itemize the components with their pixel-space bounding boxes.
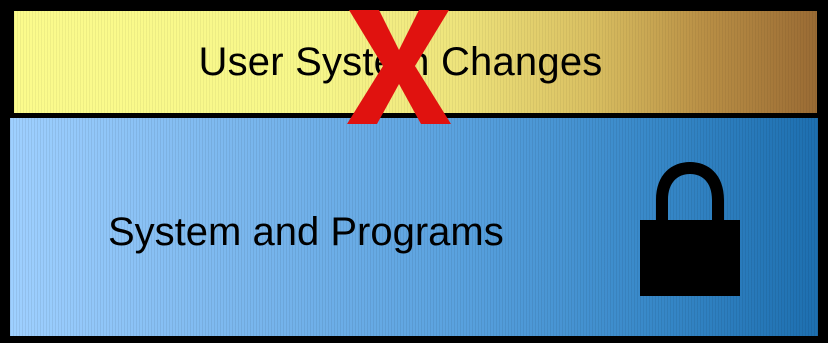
- system-programs-label: System and Programs: [108, 210, 504, 254]
- lock-icon: [640, 162, 740, 296]
- cross-icon: [347, 10, 451, 124]
